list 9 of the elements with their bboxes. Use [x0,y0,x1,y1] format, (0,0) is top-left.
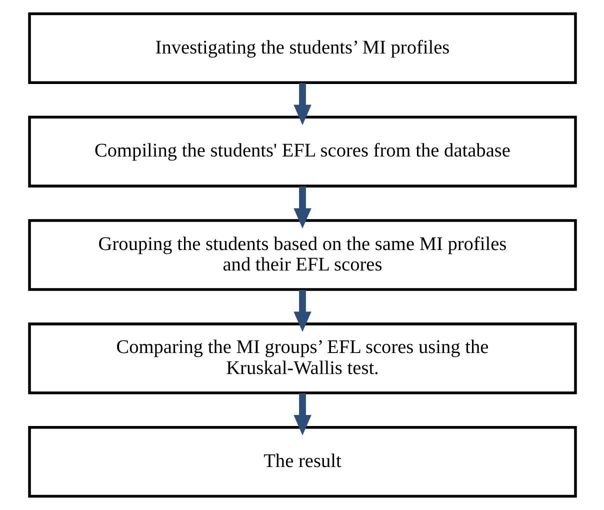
node-box: Grouping the students based on the same MI profiles and their EFL scores [28,219,576,291]
node-box: Compiling the students' EFL scores from the database [28,116,576,188]
arrow [293,83,311,126]
arrow [293,290,311,332]
node-box: Comparing the MI groups’ EFL scores using the Kruskal-Wallis test. [28,322,576,394]
arrow [293,186,311,229]
node-box: The result [28,426,576,498]
node-box: Investigating the students’ MI profiles [28,12,576,84]
arrow [293,393,311,436]
